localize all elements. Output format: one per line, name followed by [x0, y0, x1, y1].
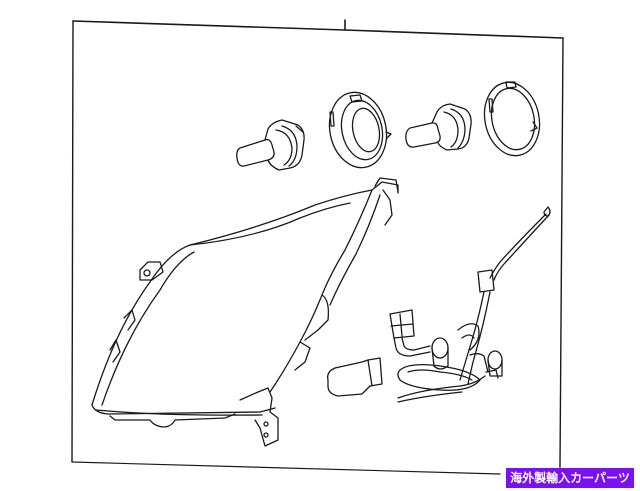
bulb-socket-cap-2-icon — [483, 81, 541, 157]
watermark-badge: 海外製輸入カーパーツ — [506, 468, 634, 488]
bulb-2-icon — [405, 103, 472, 151]
headlamp-housing-icon — [91, 177, 399, 447]
wiring-harness-icon — [389, 206, 551, 403]
bulb-socket-cap-1-icon — [328, 91, 392, 169]
side-marker-icon — [327, 357, 383, 397]
assembly-frame — [71, 19, 564, 475]
bulb-1-icon — [236, 119, 305, 171]
